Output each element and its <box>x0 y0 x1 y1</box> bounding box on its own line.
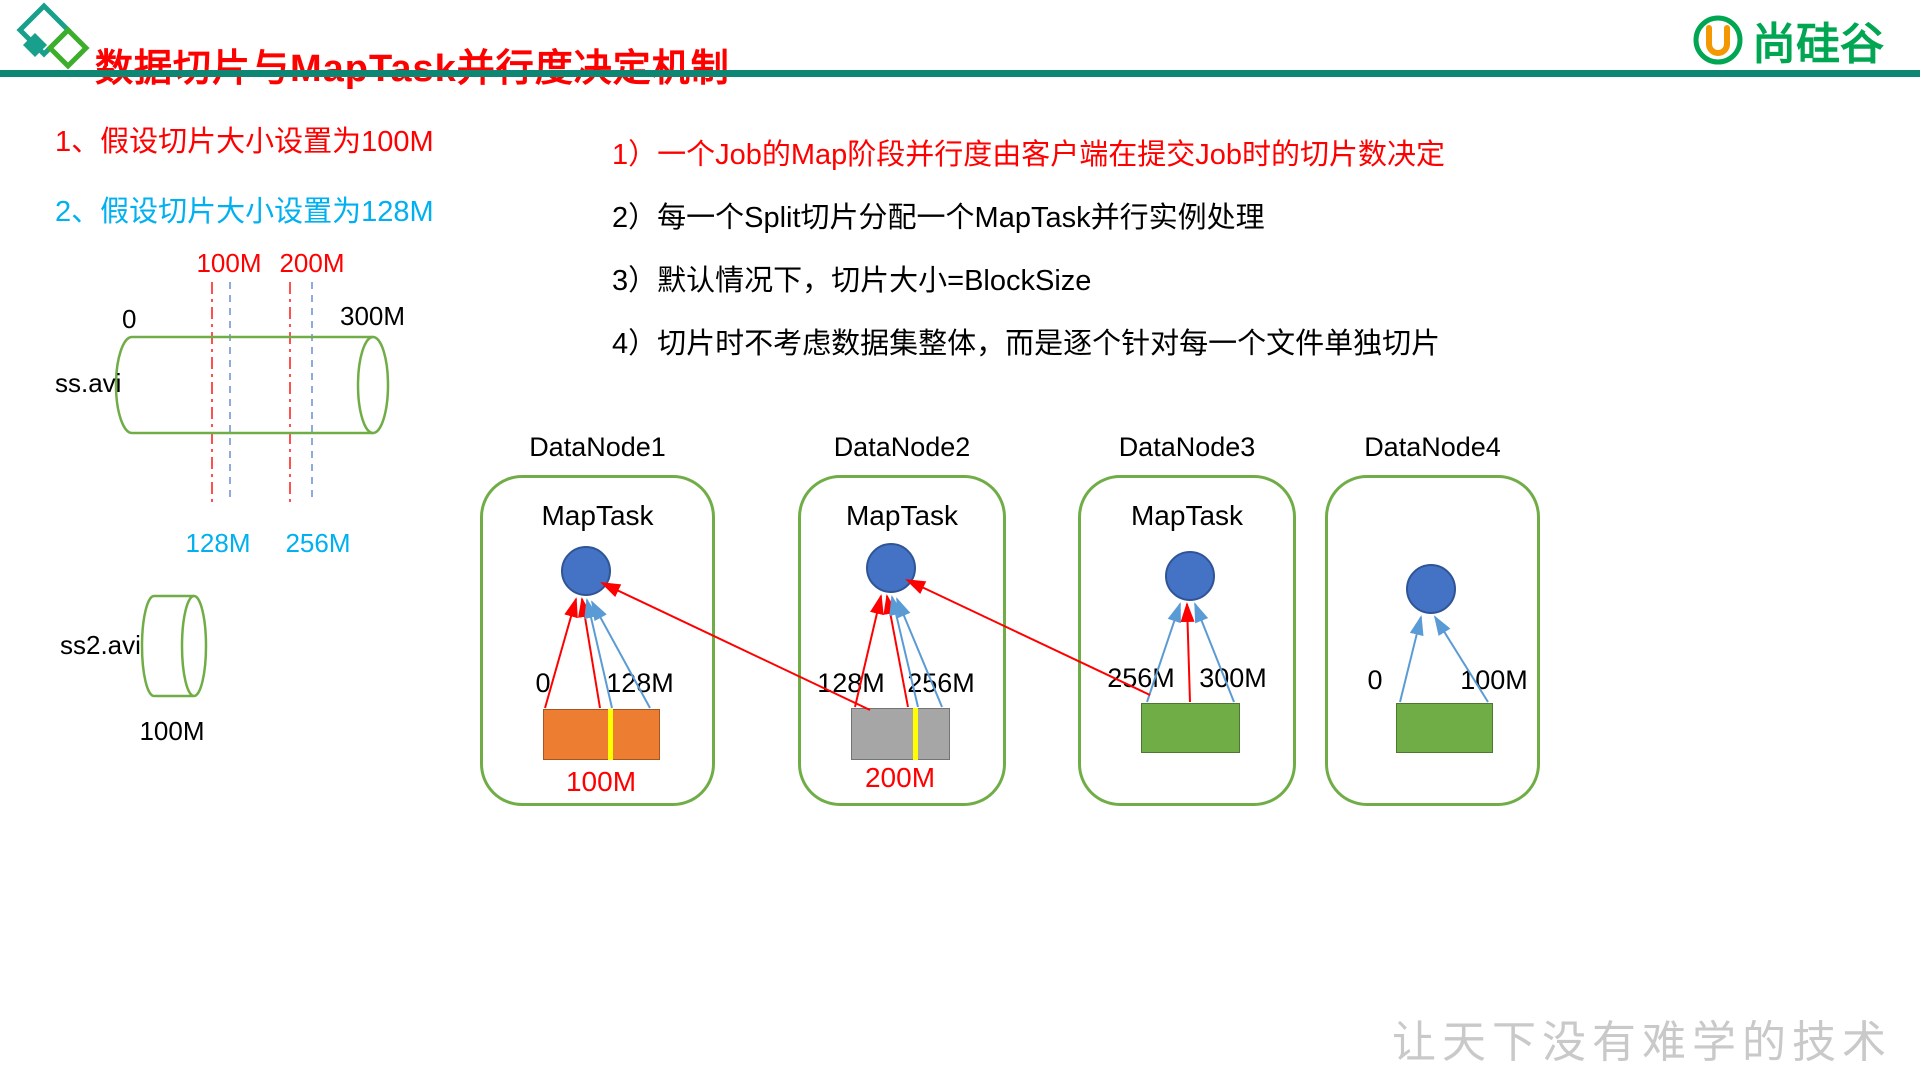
file1-cylinder <box>114 335 390 435</box>
page-title: 数据切片与MapTask并行度决定机制 <box>95 37 730 92</box>
datanode-2-maptask-circle <box>866 543 916 593</box>
assumption-128m: 2、假设切片大小设置为128M <box>55 196 434 228</box>
blue-split-mark-1: 128M <box>185 528 250 558</box>
datanode-3-card: MapTask 256M 300M <box>1078 475 1296 806</box>
datanode-2-maptask-label: MapTask <box>845 500 959 531</box>
red-split-mark-2: 200M <box>279 248 344 278</box>
datanode-2-range-start: 128M <box>817 668 885 698</box>
datanode-2-range-end: 256M <box>907 668 975 698</box>
datanode-4-range-start: 0 <box>1367 665 1383 695</box>
datanode-4-maptask-circle <box>1406 564 1456 614</box>
split-guide-lines <box>211 282 313 502</box>
datanode-3-maptask-label: MapTask <box>1130 500 1244 531</box>
datanode-4-range-end: 100M <box>1460 665 1528 695</box>
datanode-3: DataNode3 MapTask 256M 300M <box>1078 425 1296 806</box>
note-4: 4）切片时不考虑数据集整体，而是逐个针对每一个文件单独切片 <box>612 328 1441 360</box>
datanode-3-range-start: 256M <box>1107 663 1175 693</box>
datanode-2-card: MapTask 128M 256M 200M <box>798 475 1006 806</box>
datanode-4-name: DataNode4 <box>1364 432 1501 462</box>
header-divider <box>0 70 1920 77</box>
datanode-1-maptask-label: MapTask <box>541 500 654 531</box>
assumption-100m: 1、假设切片大小设置为100M <box>55 126 434 158</box>
file1-start-label: 0 <box>122 304 136 334</box>
datanode-1-maptask-circle <box>561 546 611 596</box>
file1-end-label: 300M <box>340 301 405 331</box>
brand-logo-text: 尚硅谷 <box>1752 20 1884 69</box>
datanode-3-range-end: 300M <box>1199 663 1267 693</box>
datanode-1: DataNode1 MapTask 0 128M 100M <box>480 425 715 806</box>
notes-list: 1）一个Job的Map阶段并行度由客户端在提交Job时的切片数决定 2）每一个S… <box>612 135 1542 387</box>
datanode-2-name: DataNode2 <box>833 432 971 462</box>
file2-name: ss2.avi <box>60 630 141 660</box>
datanode-1-split-line <box>608 709 613 760</box>
datanode-1-card: MapTask 0 128M 100M <box>480 475 715 806</box>
datanode-2: DataNode2 MapTask 128M 256M 200M <box>798 425 1006 806</box>
file-split-diagram: 100M 200M 0 300M ss.avi 128M 256M ss2.av… <box>55 248 405 746</box>
datanode-4: DataNode4 0 100M <box>1325 425 1540 806</box>
datanode-4-card: 0 100M <box>1325 475 1540 806</box>
datanode-2-block <box>851 708 950 760</box>
brand-logo: 尚硅谷 <box>1692 8 1884 72</box>
diamonds-icon <box>16 2 90 70</box>
datanode-4-block <box>1396 703 1493 753</box>
datanode-1-block <box>543 709 660 760</box>
watermark: 让天下没有难学的技术 <box>1392 1017 1892 1068</box>
datanode-1-range-end: 128M <box>606 668 674 698</box>
datanode-1-name: DataNode1 <box>529 432 666 462</box>
datanode-2-split-line <box>913 708 918 760</box>
datanode-2-split-size: 200M <box>864 762 936 793</box>
file2-cylinder <box>140 594 208 698</box>
datanode-3-block <box>1141 703 1240 753</box>
datanode-3-maptask-circle <box>1165 551 1215 601</box>
blue-split-mark-2: 256M <box>285 528 350 558</box>
brand-logo-icon <box>1693 15 1743 65</box>
file1-name: ss.avi <box>55 368 121 398</box>
file2-size-label: 100M <box>139 716 204 746</box>
red-split-mark-1: 100M <box>196 248 261 278</box>
note-1: 1）一个Job的Map阶段并行度由客户端在提交Job时的切片数决定 <box>612 139 1446 171</box>
note-2: 2）每一个Split切片分配一个MapTask并行实例处理 <box>612 202 1265 234</box>
note-3: 3）默认情况下，切片大小=BlockSize <box>612 265 1092 297</box>
datanode-1-split-size: 100M <box>565 766 637 797</box>
datanode-3-name: DataNode3 <box>1118 432 1256 462</box>
datanode-1-range-start: 0 <box>535 668 551 698</box>
